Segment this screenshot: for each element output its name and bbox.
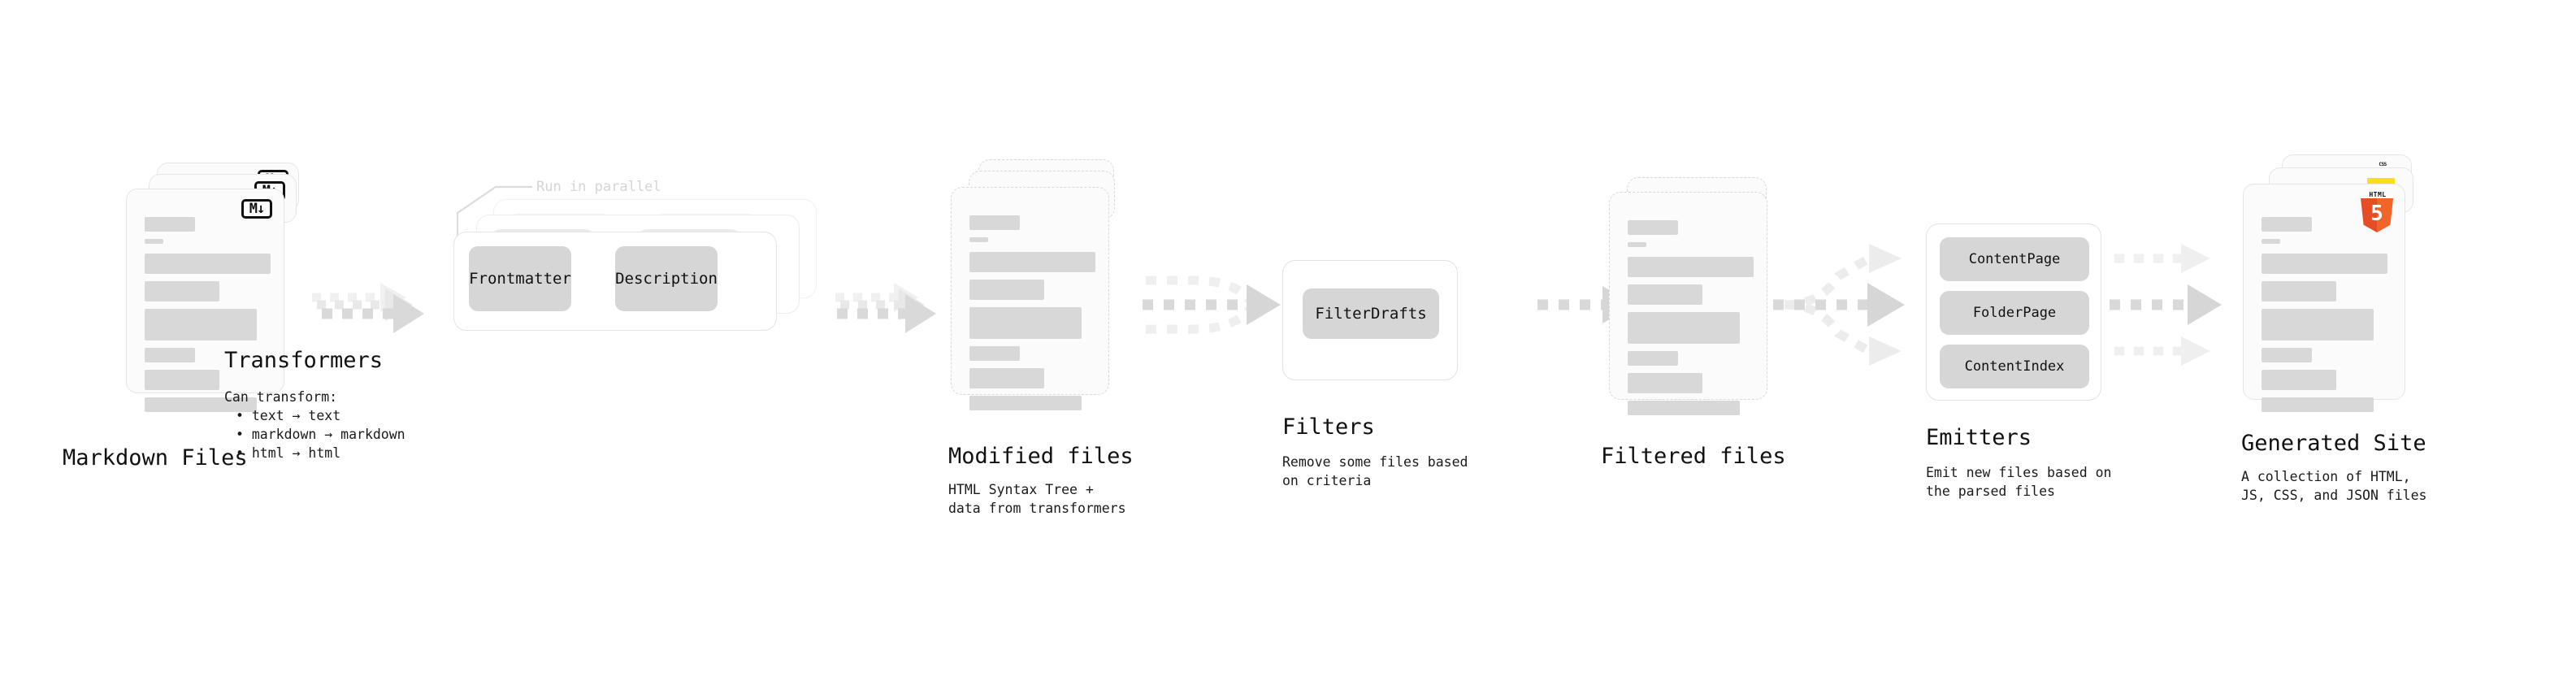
doc-bar (969, 307, 1082, 339)
subtitle-line: Emit new files based on (1926, 465, 2112, 480)
doc-bar (1628, 351, 1678, 366)
doc-bar (2262, 254, 2387, 274)
stage-title-markdown-files: Markdown Files (63, 445, 248, 471)
subtitle-line: on criteria (1282, 473, 1372, 488)
filtered-doc-stack (1602, 177, 1777, 421)
modified-doc-front (951, 187, 1109, 410)
stage-title-filters: Filters (1282, 414, 1375, 440)
emitter-pill-contentpage[interactable]: ContentPage (1940, 237, 2089, 281)
doc-bar (1628, 312, 1740, 344)
stage-title-emitters: Emitters (1926, 425, 2032, 450)
doc-bar (2262, 217, 2312, 232)
stage-subtitle-filters: Remove some files based on criteria (1282, 453, 1468, 490)
generated-doc-stack: CSS HTML 5 (2243, 154, 2422, 412)
doc-bar (145, 370, 219, 390)
doc-bar (1628, 220, 1678, 235)
filtered-doc-front (1609, 192, 1767, 415)
subtitle-line: • markdown → markdown (236, 427, 405, 442)
doc-bar (145, 281, 219, 301)
doc-bar (2262, 281, 2336, 301)
markdown-icon: M↓ (241, 199, 272, 219)
doc-bar (1628, 401, 1740, 415)
doc-bar (969, 215, 1020, 230)
stage-title-filtered-files: Filtered files (1601, 444, 1786, 469)
arrow-transformers-to-modified (835, 283, 936, 333)
doc-bar (145, 348, 195, 362)
stage-markdown-files: M↓ M↓ M↓ Markdown Files (63, 163, 301, 471)
run-in-parallel-label: Run in parallel (536, 179, 661, 195)
stage-subtitle-transformers: Can transform: • text → text • markdown … (224, 388, 405, 462)
doc-bar (969, 396, 1082, 410)
doc-content-bars (145, 217, 271, 419)
emitter-pill-folderpage[interactable]: FolderPage (1940, 291, 2089, 335)
stage-subtitle-emitters: Emit new files based on the parsed files (1926, 463, 2111, 501)
doc-bar (1628, 257, 1754, 277)
arrow-modified-to-filters (1143, 275, 1281, 334)
html5-badge: HTML 5 (2361, 191, 2395, 232)
doc-bar (2262, 348, 2312, 362)
doc-bar (145, 217, 195, 232)
stage-subtitle-generated-site: A collection of HTML, JS, CSS, and JSON … (2241, 467, 2426, 505)
emitters-box: ContentPage FolderPage ContentIndex (1926, 223, 2101, 401)
doc-bar (145, 309, 257, 340)
doc-bar (145, 397, 257, 412)
arrow-filtered-to-emitters (1773, 244, 1905, 366)
transformer-box-front: Frontmatter Description (453, 232, 777, 331)
transformer-pill-description[interactable]: Description (615, 246, 718, 311)
generated-doc-front-html: HTML 5 (2243, 184, 2405, 412)
filter-pill-filterdrafts[interactable]: FilterDrafts (1303, 288, 1439, 339)
doc-bar (969, 280, 1044, 300)
subtitle-line: JS, CSS, and JSON files (2241, 488, 2427, 503)
html5-digit: 5 (2370, 202, 2383, 226)
subtitle-line: • text → text (236, 408, 341, 423)
doc-bar (1628, 373, 1702, 393)
emitter-pill-contentindex[interactable]: ContentIndex (1940, 345, 2089, 388)
doc-bar (2262, 370, 2336, 390)
subtitle-line: the parsed files (1926, 484, 2055, 499)
stage-title-modified-files: Modified files (948, 444, 1134, 469)
doc-bar (145, 239, 163, 244)
markdown-doc-front: M↓ (126, 189, 284, 412)
stage-filtered-files: Filtered files (1601, 177, 1786, 469)
transformer-pill-frontmatter[interactable]: Frontmatter (469, 246, 571, 311)
css3-label: CSS (2379, 162, 2387, 167)
doc-bar (969, 237, 988, 242)
arrow-emitters-to-site (2110, 244, 2222, 366)
subtitle-line: A collection of HTML, (2241, 469, 2411, 484)
doc-bar (2262, 239, 2280, 244)
stage-title-generated-site: Generated Site (2241, 431, 2426, 456)
doc-bar (1628, 242, 1646, 247)
filters-box: FilterDrafts (1282, 260, 1458, 380)
markdown-doc-stack: M↓ M↓ M↓ (126, 163, 301, 412)
stage-generated-site: CSS HTML 5 (2241, 154, 2426, 503)
doc-content-bars (2262, 217, 2388, 419)
markdown-badge-front: M↓ (241, 199, 272, 219)
modified-doc-stack (951, 159, 1125, 410)
stage-subtitle-modified-files: HTML Syntax Tree + data from transformer… (948, 480, 1126, 518)
doc-bar (2262, 309, 2374, 340)
stage-modified-files: Modified files HTML Syntax Tree + data f… (948, 159, 1134, 516)
arrow-markdown-to-transformers (312, 283, 424, 333)
doc-bar (2262, 397, 2374, 412)
subtitle-line: HTML Syntax Tree + (948, 482, 1094, 497)
stage-title-transformers: Transformers (224, 348, 384, 373)
subtitle-line: • html → html (236, 445, 341, 461)
doc-bar (969, 368, 1044, 388)
subtitle-line: data from transformers (948, 501, 1126, 516)
html5-icon: HTML 5 (2361, 191, 2395, 232)
doc-bar (969, 252, 1095, 272)
subtitle-line: Can transform: (224, 389, 338, 405)
doc-content-bars (1628, 220, 1754, 423)
doc-bar (969, 346, 1020, 361)
html5-label: HTML (2369, 191, 2387, 198)
doc-bar (1628, 284, 1702, 305)
subtitle-line: Remove some files based (1282, 454, 1468, 470)
doc-bar (145, 254, 271, 274)
doc-content-bars (969, 215, 1095, 418)
